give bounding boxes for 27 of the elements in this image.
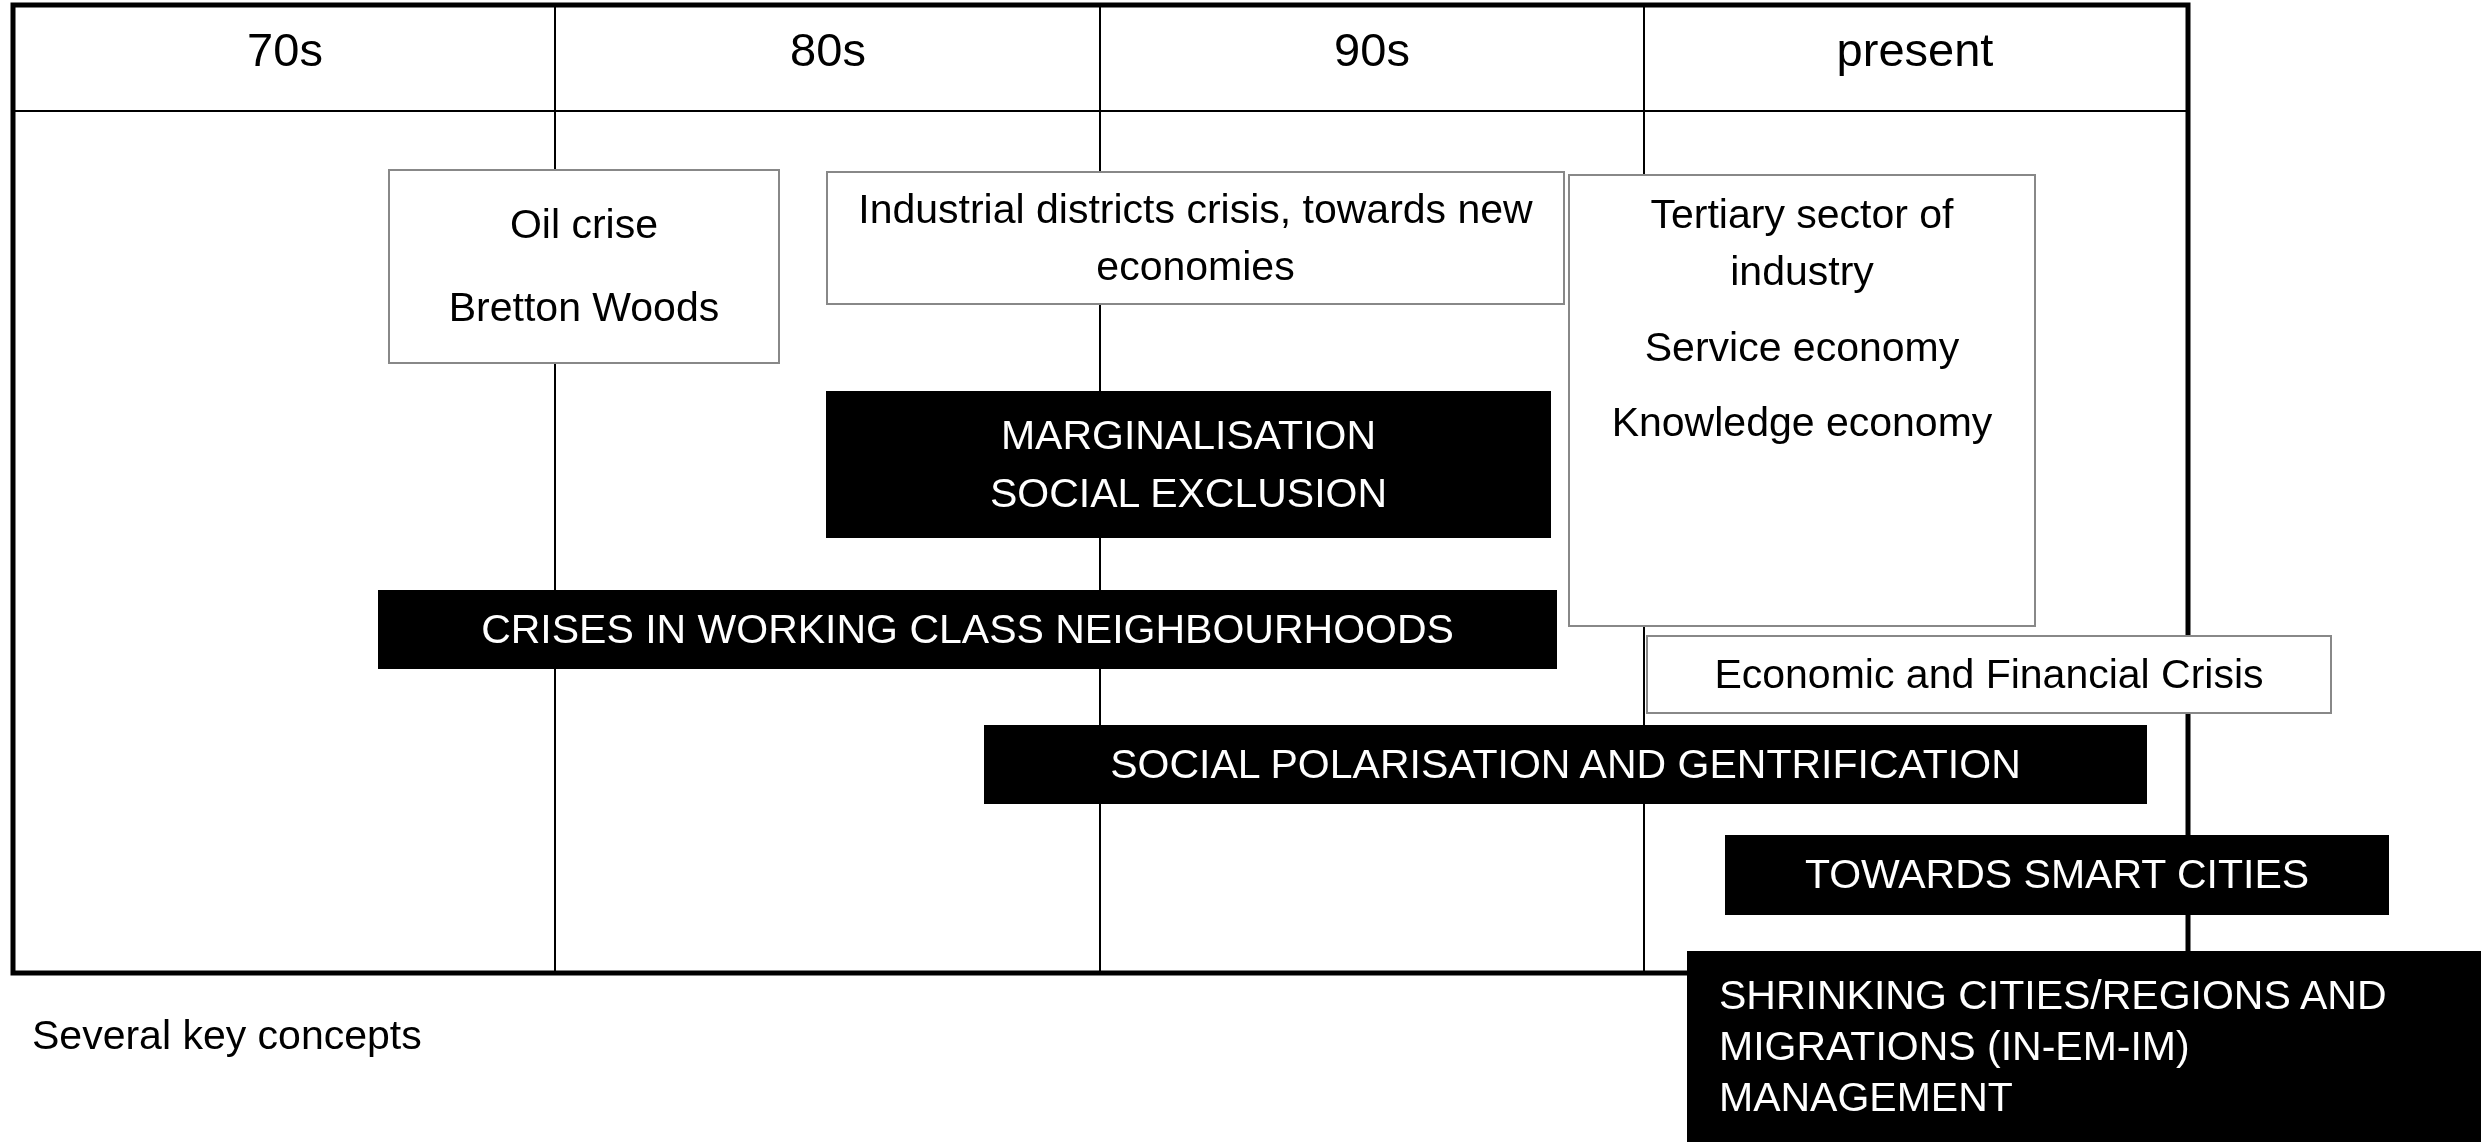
node-text: Oil crise — [508, 200, 660, 250]
node-text: Knowledge economy — [1610, 398, 1994, 448]
node-text: Industrial districts crisis, towards new economies — [857, 184, 1534, 291]
concept-banner — [378, 590, 1557, 669]
concept-banner — [984, 725, 2147, 804]
node-text: MARGINALISATION — [999, 411, 1378, 461]
node-text: TOWARDS SMART CITIES — [1803, 850, 2311, 900]
concept-banner — [826, 391, 1551, 538]
node-text: Service economy — [1643, 322, 1961, 372]
concept-banner — [1687, 951, 2481, 1142]
node-text: SHRINKING CITIES/REGIONS AND MIGRATIONS (IN-EM-IM) MANAGEMENT — [1718, 970, 2388, 1123]
column-header: 70s — [247, 22, 323, 77]
column-header: 90s — [1334, 22, 1410, 77]
event-box — [1646, 635, 2332, 714]
node-text: SOCIAL EXCLUSION — [988, 468, 1389, 518]
node-text: Tertiary sector of industry — [1649, 190, 1955, 297]
event-box — [826, 171, 1565, 305]
event-box — [388, 169, 780, 364]
node-text: SOCIAL POLARISATION AND GENTRIFICATION — [1109, 739, 2022, 789]
node-text: Economic and Financial Crisis — [1713, 649, 2265, 699]
event-box — [1568, 174, 2036, 627]
node-text: CRISES IN WORKING CLASS NEIGHBOURHOODS — [480, 604, 1455, 654]
caption: Several key concepts — [32, 1012, 422, 1059]
column-header: present — [1836, 22, 1994, 77]
node-text: Bretton Woods — [447, 283, 721, 333]
concept-banner — [1725, 835, 2389, 915]
column-header: 80s — [790, 22, 866, 77]
